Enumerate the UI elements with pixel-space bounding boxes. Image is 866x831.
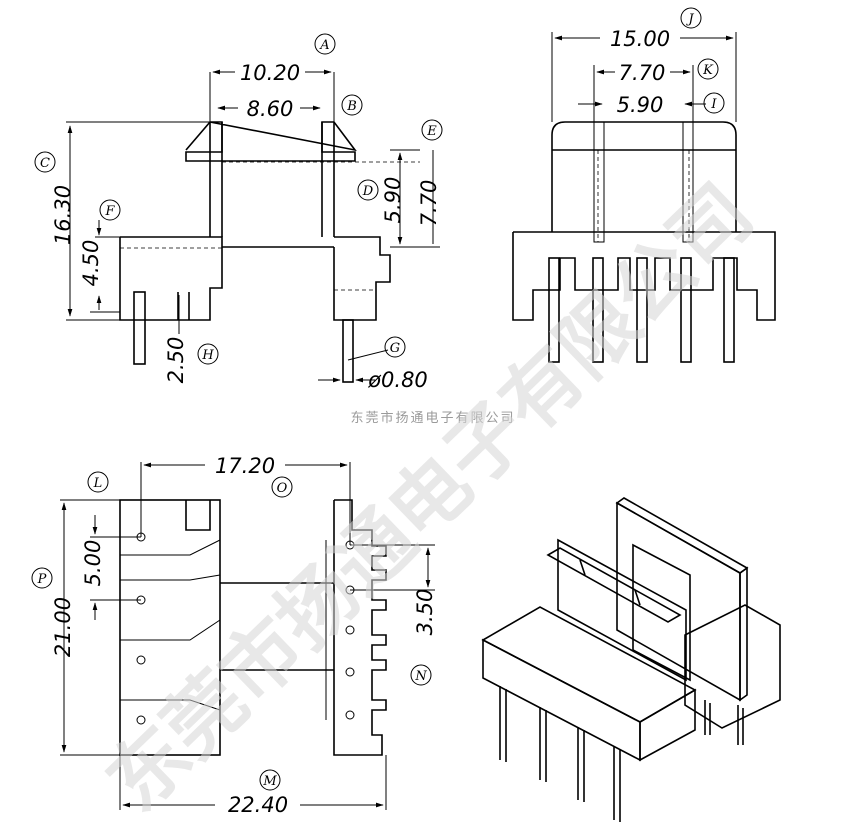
company-caption: 东莞市扬通电子有限公司	[350, 410, 515, 426]
watermark-text: 东莞市扬通电子有限公司	[91, 168, 771, 829]
isometric-view	[481, 497, 781, 822]
dim-E-value: 7.70	[417, 180, 441, 227]
dim-C-value: 16.30	[51, 185, 75, 245]
dim-K-value: 7.70	[619, 61, 666, 85]
front-view	[66, 69, 440, 383]
front-top-flange	[185, 121, 357, 162]
callout-H: H	[201, 348, 214, 363]
dim-N-value: 3.50	[413, 589, 437, 636]
dim-L-value: 5.00	[81, 540, 105, 587]
callout-L: L	[93, 476, 103, 491]
callout-O: O	[277, 481, 288, 496]
callout-B: B	[346, 99, 357, 114]
dimension-labels: 10.20 8.60 16.30 5.90 7.70 4.50 ø0.80 2.…	[51, 27, 670, 817]
callout-P: P	[37, 572, 47, 587]
dim-I-value: 5.90	[617, 93, 664, 117]
callout-K: K	[702, 63, 714, 78]
front-pin-right	[342, 319, 354, 383]
dim-O-value: 17.20	[215, 454, 275, 478]
callout-A: A	[319, 38, 329, 53]
callout-M: M	[262, 774, 277, 789]
top-view	[60, 462, 435, 810]
dim-J-value: 15.00	[610, 27, 670, 51]
letter-callouts: A B C D E F G H I J K L M N O P	[31, 7, 725, 791]
callout-E: E	[426, 124, 437, 139]
dim-G-value: ø0.80	[367, 368, 428, 392]
dim-B-value: 8.60	[247, 97, 294, 121]
callout-G: G	[390, 341, 400, 356]
dim-H-value: 2.50	[164, 337, 188, 384]
dim-D-value: 5.90	[381, 177, 405, 224]
callout-I: I	[710, 97, 717, 112]
callout-J: J	[685, 12, 694, 27]
callout-C: C	[40, 156, 50, 171]
side-view	[512, 32, 776, 363]
callout-F: F	[104, 204, 115, 219]
callout-N: N	[414, 669, 427, 684]
front-pin-left	[133, 291, 146, 365]
dim-P-value: 21.00	[51, 597, 75, 657]
callout-D: D	[362, 184, 374, 199]
dim-M-value: 22.40	[228, 793, 288, 817]
dim-A-value: 10.20	[240, 61, 300, 85]
dim-F-value: 4.50	[79, 240, 103, 287]
